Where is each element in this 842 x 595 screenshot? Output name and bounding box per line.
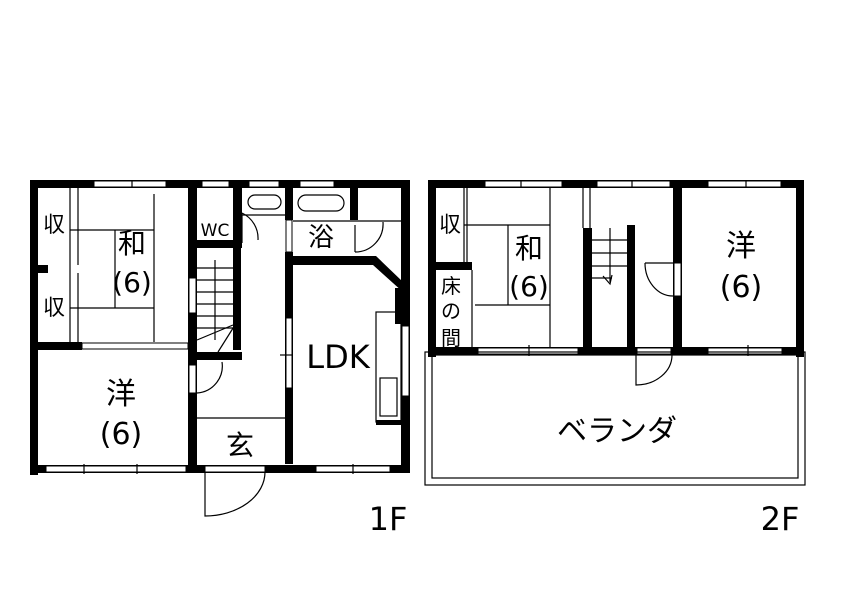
room-label: 収 — [43, 213, 65, 238]
room-size: (6) — [720, 270, 763, 305]
bathtub — [297, 194, 345, 212]
room-size: (6) — [112, 266, 152, 299]
sink — [247, 194, 282, 210]
wall — [627, 225, 635, 352]
wall — [38, 342, 82, 350]
wall — [285, 180, 293, 220]
room-label: 収 — [43, 296, 65, 321]
room-label: 浴 — [308, 223, 334, 253]
stairs — [196, 260, 236, 353]
wall — [38, 265, 48, 273]
entrance-door[interactable] — [204, 465, 266, 473]
kitchen-sink — [379, 377, 398, 417]
window — [285, 317, 293, 389]
room-label: WC — [201, 221, 230, 241]
room-size: (6) — [509, 270, 549, 303]
window — [707, 347, 783, 355]
window — [401, 325, 410, 397]
room-label: 洋 — [106, 377, 136, 412]
door-swing[interactable] — [644, 262, 674, 297]
wall — [350, 188, 358, 220]
wall — [188, 180, 197, 473]
room-label: 収 — [439, 213, 461, 238]
window — [285, 219, 293, 253]
wall — [428, 347, 804, 355]
window — [673, 262, 682, 297]
floor-label: 1F — [369, 500, 408, 538]
door-swing[interactable] — [241, 212, 259, 243]
wall — [436, 262, 472, 270]
room-label: の — [441, 299, 461, 323]
room-label: 和 — [118, 227, 146, 260]
room-label: 玄 — [226, 429, 254, 462]
wall — [197, 240, 242, 248]
window — [477, 347, 579, 355]
window — [201, 180, 230, 188]
window — [81, 342, 189, 350]
stairs — [592, 228, 627, 286]
floor-label: 2F — [761, 500, 800, 538]
floor-1-plan: 収 収 和 (6) WC 浴 LDK 洋 (6) 玄 1F — [30, 180, 410, 538]
door-swing[interactable] — [196, 361, 223, 394]
window — [484, 180, 563, 188]
window — [93, 180, 167, 188]
floor-2-plan: 収 床 の 間 和 (6) 洋 (6) ベランダ 2F — [424, 180, 806, 538]
wall — [395, 288, 403, 324]
window — [299, 180, 335, 188]
window — [45, 465, 187, 473]
wall — [233, 248, 241, 350]
wall — [233, 180, 242, 248]
room-label: 洋 — [726, 229, 756, 264]
wall — [30, 180, 38, 475]
wall — [796, 180, 804, 357]
veranda-inner — [431, 354, 799, 479]
window — [188, 277, 197, 314]
wall — [197, 352, 242, 360]
wall — [583, 228, 592, 352]
room-label: 和 — [515, 232, 543, 265]
window — [707, 180, 782, 188]
room-size: (6) — [100, 417, 143, 452]
window — [636, 347, 672, 355]
veranda-outline — [424, 351, 806, 486]
door-swing[interactable] — [204, 471, 266, 517]
wall — [293, 256, 403, 292]
room-label: 間 — [441, 326, 461, 350]
room-label: ベランダ — [557, 414, 677, 449]
door-swing[interactable] — [354, 221, 384, 253]
wall — [428, 180, 436, 357]
room-label: 床 — [441, 274, 461, 298]
door-swing[interactable] — [635, 354, 673, 386]
window — [248, 180, 280, 188]
window — [596, 180, 671, 188]
window — [188, 364, 197, 394]
room-label: LDK — [306, 338, 370, 376]
